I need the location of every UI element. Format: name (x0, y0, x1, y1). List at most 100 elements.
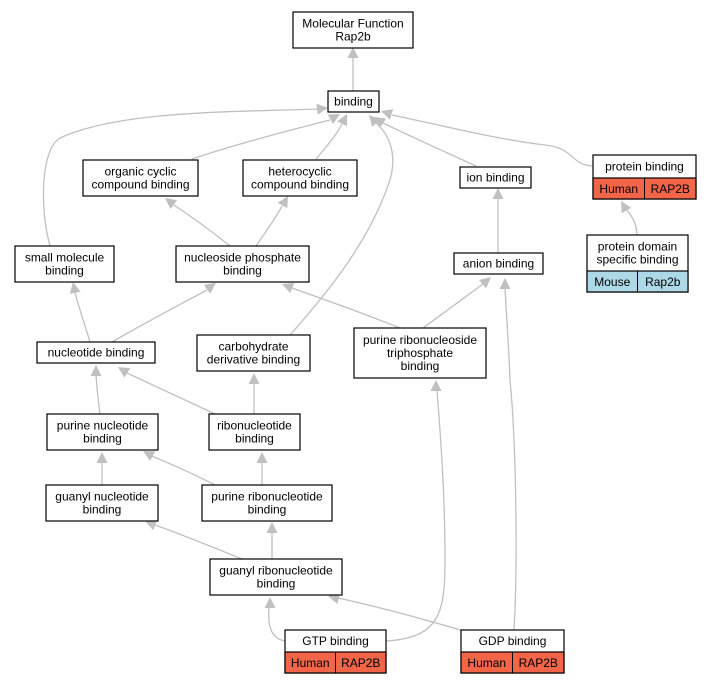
edge-guanyl-nucleotide-to-purine-nucleotide (96, 452, 108, 485)
arrowhead (96, 452, 108, 463)
species-label: Human (467, 656, 506, 670)
node-label: binding (83, 503, 122, 517)
arrowhead (316, 103, 328, 115)
edge-line (42, 108, 319, 247)
arrowhead (248, 373, 260, 384)
node-label: binding (223, 264, 262, 278)
edge-prntp-to-nucleoside (282, 282, 401, 329)
node-label: purine ribonucleotide (211, 490, 323, 504)
edge-line (255, 205, 283, 247)
node-binding[interactable]: binding (327, 90, 380, 113)
node-label: binding (248, 503, 287, 517)
edge-ribonucleotide-to-nucleotide (118, 367, 216, 415)
arrowhead (143, 451, 156, 462)
arrowhead (327, 114, 340, 125)
edge-line (315, 123, 343, 160)
node-ion-binding[interactable]: ion binding (459, 166, 532, 189)
edge-gdp-to-anion (499, 278, 517, 631)
edge-line (337, 597, 465, 632)
node-box (201, 484, 333, 522)
node-box (196, 334, 311, 372)
edge-ribonucleotide-to-carbohydrate (248, 373, 260, 414)
node-label: protein binding (605, 160, 684, 174)
node-label: binding (257, 577, 296, 591)
node-label: triphosphate (387, 346, 453, 360)
arrowhead (430, 380, 442, 391)
node-nucleotide-binding[interactable]: nucleotide binding (36, 341, 156, 364)
node-label: derivative binding (207, 353, 300, 367)
node-label: nucleotide binding (48, 346, 145, 360)
edge-gtp-to-prntp (385, 380, 446, 642)
node-label: binding (235, 432, 274, 446)
edge-protein-to-binding (381, 109, 594, 167)
gene-label: RAP2B (341, 656, 380, 670)
node-label: binding (401, 359, 440, 373)
node-label: binding (45, 264, 84, 278)
node-label: guanyl ribonucleotide (219, 564, 333, 578)
arrowhead (264, 597, 276, 608)
node-label: purine nucleotide (57, 419, 149, 433)
edge-protein-domain-to-protein-binding (621, 201, 638, 236)
edge-binding-to-mf (347, 47, 359, 91)
arrowhead (277, 196, 288, 209)
node-box (175, 245, 310, 283)
edge-purine-nucleotide-to-nucleotide (90, 365, 102, 415)
node-label: nucleoside phosphate (184, 251, 301, 265)
node-label: compound binding (251, 178, 349, 192)
node-box (209, 558, 343, 596)
edge-gdp-to-guanyl-ribonucleotide (328, 593, 465, 632)
arrowhead (621, 201, 632, 214)
edge-nucleotide-to-small-molecule (69, 282, 91, 343)
edge-line (291, 287, 401, 329)
species-label: Human (291, 656, 330, 670)
edge-line (151, 455, 216, 486)
arrowhead (479, 277, 491, 289)
node-label: ribonucleotide (217, 419, 292, 433)
edge-organic-to-binding (191, 114, 340, 160)
edge-nucleoside-to-heterocyclic (255, 196, 288, 247)
edge-line (111, 289, 208, 343)
node-box (292, 11, 414, 49)
edge-nucleoside-to-organic (165, 198, 231, 247)
edge-line (154, 524, 243, 560)
edge-line (74, 291, 91, 343)
arrowhead (118, 367, 131, 378)
node-label: guanyl nucleotide (55, 490, 149, 504)
edge-line (625, 208, 638, 236)
node-box (242, 159, 358, 197)
arrowhead (266, 522, 278, 533)
node-anion-binding[interactable]: anion binding (453, 252, 544, 275)
species-label: Human (599, 182, 638, 196)
edge-line (382, 122, 477, 167)
edge-line (422, 283, 484, 329)
node-label: Rap2b (335, 30, 371, 44)
arrowhead (492, 188, 504, 199)
arrowhead (499, 278, 511, 289)
species-label: Mouse (594, 275, 630, 289)
arrowhead (347, 47, 359, 58)
arrowhead (203, 283, 216, 294)
edge-small-molecule-to-binding (42, 103, 328, 247)
arrowhead (145, 519, 158, 531)
edges-layer (42, 47, 638, 642)
edge-line (173, 204, 231, 247)
node-label: organic cyclic (104, 165, 176, 179)
node-box (459, 166, 532, 189)
